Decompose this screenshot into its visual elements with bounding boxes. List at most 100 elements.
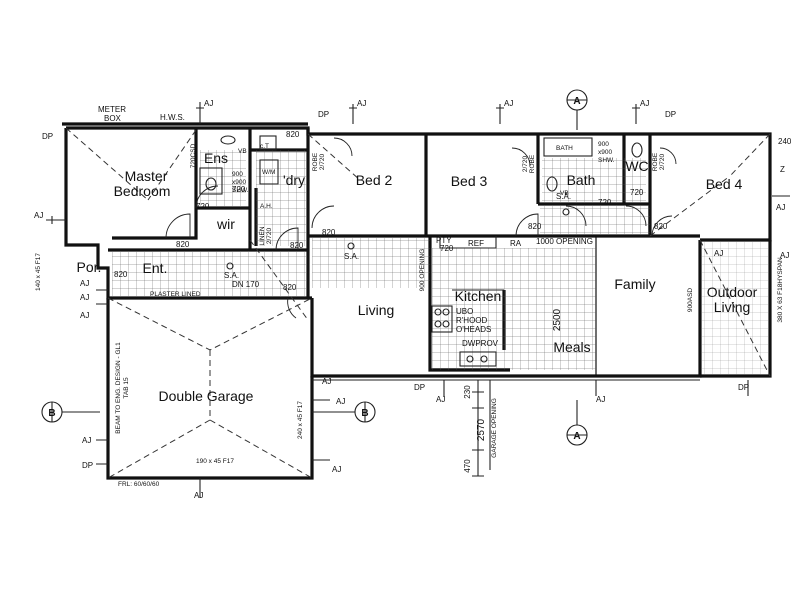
- label-dp: DP: [738, 383, 749, 392]
- label-bath-shw-3: SHW.: [598, 157, 615, 164]
- roof-hip-lines: [65, 127, 771, 479]
- label-aj: AJ: [322, 377, 331, 386]
- label-dwprov: DWPROV: [462, 339, 499, 348]
- dim-820: 820: [176, 240, 190, 249]
- door-swings: [165, 137, 677, 319]
- label-aj: AJ: [504, 99, 513, 108]
- label-plaster-lined: PLASTER LINED: [150, 291, 201, 298]
- label-right-beam: 380 X 63 F18HYSPAN: [777, 257, 784, 323]
- room-kitchen: Kitchen: [455, 288, 502, 304]
- label-bath-tub: BATH: [556, 145, 573, 152]
- label-ct: c.T: [260, 143, 269, 150]
- label-ens-shw-1: 900: [232, 171, 243, 178]
- label-dp: DP: [82, 461, 93, 470]
- room-laundry: 'dry: [283, 172, 305, 188]
- room-master-line1: Master: [125, 168, 168, 184]
- label-aj: AJ: [436, 395, 445, 404]
- label-beam-tab: TAB 15: [123, 377, 130, 399]
- label-meter: METER: [98, 105, 126, 114]
- label-frl: FRL: 60/60/60: [118, 481, 160, 488]
- label-vb: VB: [238, 148, 247, 155]
- label-pty: PTY: [436, 236, 452, 245]
- label-robe-size: 2/720: [659, 153, 666, 170]
- dim-820: 820: [654, 222, 668, 231]
- label-vb: VB: [560, 190, 569, 197]
- label-robe-size: 2/720: [522, 155, 529, 172]
- label-pty-size: 720: [440, 244, 454, 253]
- room-bed2: Bed 2: [356, 172, 393, 188]
- room-master-line2: Bedroom: [114, 183, 171, 199]
- dim-820: 820: [114, 270, 128, 279]
- room-wir: wir: [216, 216, 235, 232]
- label-aj: AJ: [82, 436, 91, 445]
- label-900asd: 900ASD: [687, 288, 694, 313]
- section-b-label: B: [48, 408, 55, 419]
- label-ubo: UBO: [456, 307, 473, 316]
- label-rhood: R'HOOD: [456, 316, 488, 325]
- room-ensuite: Ens: [204, 150, 228, 166]
- label-ra: RA: [510, 239, 522, 248]
- label-190-beam: 190 x 45 F17: [196, 458, 234, 465]
- dim-720: 720: [598, 198, 612, 207]
- label-aj: AJ: [80, 311, 89, 320]
- label-dp: DP: [665, 110, 676, 119]
- room-entry: Ent.: [143, 260, 168, 276]
- room-family: Family: [614, 276, 655, 292]
- sa-symbol: [347, 242, 355, 250]
- room-outdoor-line1: Outdoor: [707, 284, 758, 300]
- dim-820: 820: [286, 130, 300, 139]
- label-dp: DP: [318, 110, 329, 119]
- dim-720: 720: [232, 185, 246, 194]
- label-left-beam: 140 x 45 F17: [35, 253, 42, 291]
- exterior-walls: [62, 122, 772, 480]
- room-outdoor-line2: Living: [714, 299, 751, 315]
- label-aj: AJ: [194, 491, 203, 500]
- label-robe-size: 2/720: [319, 153, 326, 170]
- label-aj: AJ: [640, 99, 649, 108]
- label-ah: A.H.: [260, 203, 273, 210]
- dim-820: 820: [528, 222, 542, 231]
- label-bath-shw-1: 900: [598, 141, 609, 148]
- label-720csd: 720CSD: [190, 143, 197, 168]
- label-robe: ROBE: [652, 152, 659, 171]
- label-aj: AJ: [80, 279, 89, 288]
- label-oheads: O'HEADS: [456, 325, 491, 334]
- garage-dimension-stack: [472, 380, 491, 477]
- room-bed4: Bed 4: [706, 176, 743, 192]
- label-bath-shw-2: x900: [598, 149, 612, 156]
- section-a-label: A: [573, 96, 580, 107]
- label-sa: S.A.: [344, 252, 359, 261]
- label-robe: ROBE: [529, 154, 536, 173]
- label-sa: S.A.: [556, 192, 571, 201]
- label-linen-size: 2/720: [266, 227, 273, 244]
- label-dp: DP: [414, 383, 425, 392]
- room-bed3: Bed 3: [451, 173, 488, 189]
- section-a-label: A: [573, 431, 580, 442]
- room-garage: Double Garage: [159, 388, 254, 404]
- section-a-top: [566, 89, 588, 130]
- label-900-opening: 900 OPENING: [419, 249, 426, 292]
- label-240-beam: 240 x 45 F17: [297, 401, 304, 439]
- aj-markers: [46, 102, 790, 498]
- room-meals: Meals: [553, 339, 590, 355]
- section-b-label: B: [361, 408, 368, 419]
- dim-230: 230: [463, 385, 472, 399]
- label-wm: W/M: [262, 169, 275, 176]
- tiled-areas: [112, 150, 768, 374]
- label-aj: AJ: [714, 249, 723, 258]
- label-ens-shw-3: SHW.: [232, 187, 249, 194]
- dim-470: 470: [463, 459, 472, 473]
- label-1000-opening: 1000 OPENING: [536, 237, 593, 246]
- dim-720: 720: [630, 188, 644, 197]
- label-aj: AJ: [34, 211, 43, 220]
- label-sa: S.A.: [224, 271, 239, 280]
- label-aj: AJ: [776, 203, 785, 212]
- label-edge-240: 240: [778, 137, 792, 146]
- label-aj: AJ: [596, 395, 605, 404]
- label-aj: AJ: [204, 99, 213, 108]
- label-linen: LINEN: [259, 226, 266, 245]
- dim-2500: 2500: [552, 308, 563, 331]
- sa-symbol: [226, 262, 234, 270]
- sa-symbol: [562, 208, 570, 216]
